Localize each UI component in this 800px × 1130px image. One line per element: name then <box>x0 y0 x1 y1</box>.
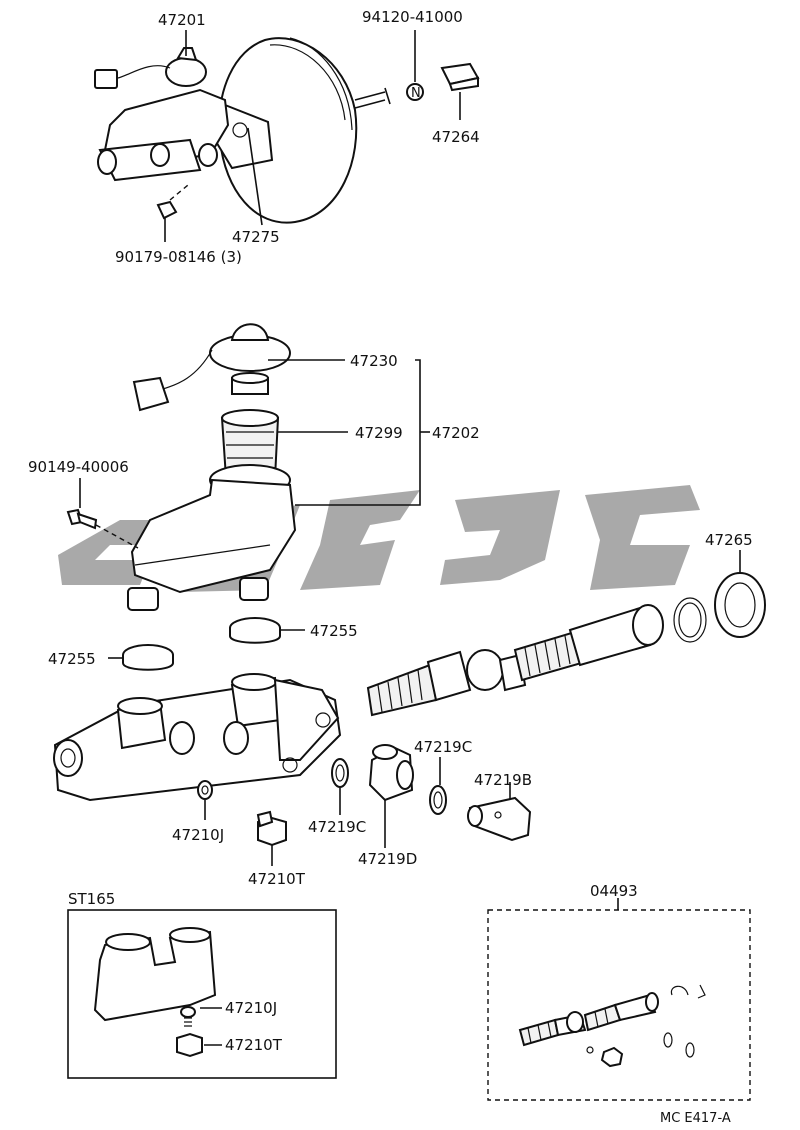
label-90149-40006: 90149-40006 <box>28 458 129 476</box>
master-cylinder-body <box>53 673 342 802</box>
label-st165-47210t: 47210T <box>225 1036 283 1054</box>
label-47210j: 47210J <box>172 826 224 844</box>
reservoir-exploded <box>66 323 297 611</box>
label-47255-left: 47255 <box>48 650 96 668</box>
label-47219d: 47219D <box>358 850 417 868</box>
leader-lines-top <box>164 30 461 242</box>
sensor-connector <box>94 69 118 89</box>
booster-rim <box>269 44 346 121</box>
clevis-47264 <box>440 62 480 92</box>
label-47219c-top: 47219C <box>414 738 472 756</box>
label-47201: 47201 <box>158 11 206 29</box>
label-04493: 04493 <box>590 882 638 900</box>
label-st165-47210j: 47210J <box>225 999 277 1017</box>
kit-04493-inset <box>487 898 751 1101</box>
label-47219c-bottom: 47219C <box>308 818 366 836</box>
leader-lines-fittings <box>204 757 511 866</box>
label-47264: 47264 <box>432 128 480 146</box>
mounting-nut <box>156 200 178 220</box>
label-47202: 47202 <box>432 424 480 442</box>
label-47275: 47275 <box>232 228 280 246</box>
label-47265: 47265 <box>705 531 753 549</box>
fittings-47219 <box>197 744 532 847</box>
brake-booster-assembly <box>94 37 391 224</box>
st165-inset <box>67 909 337 1079</box>
nut-94120: N <box>406 83 424 101</box>
cap-connector <box>132 376 170 412</box>
reservoir-body <box>130 478 297 594</box>
svg-text:N: N <box>411 86 421 101</box>
piston-assembly <box>366 572 766 717</box>
screw-90149 <box>76 512 98 530</box>
reservoir-cap <box>165 57 207 87</box>
label-47299: 47299 <box>355 424 403 442</box>
label-90179-08146: 90179-08146 (3) <box>115 248 242 266</box>
label-47255-right: 47255 <box>310 622 358 640</box>
label-47210t: 47210T <box>248 870 306 888</box>
label-st165: ST165 <box>68 890 115 908</box>
leader-lines-reservoir <box>79 359 741 575</box>
diagram-code: MC E417-A <box>660 1111 731 1126</box>
label-47230: 47230 <box>350 352 398 370</box>
label-47219b: 47219B <box>474 771 532 789</box>
part-labels: 47201 94120-41000 47264 47275 90179-0814… <box>28 8 753 1126</box>
label-94120-41000: 94120-41000 <box>362 8 463 26</box>
grommets-47255 <box>108 617 305 671</box>
